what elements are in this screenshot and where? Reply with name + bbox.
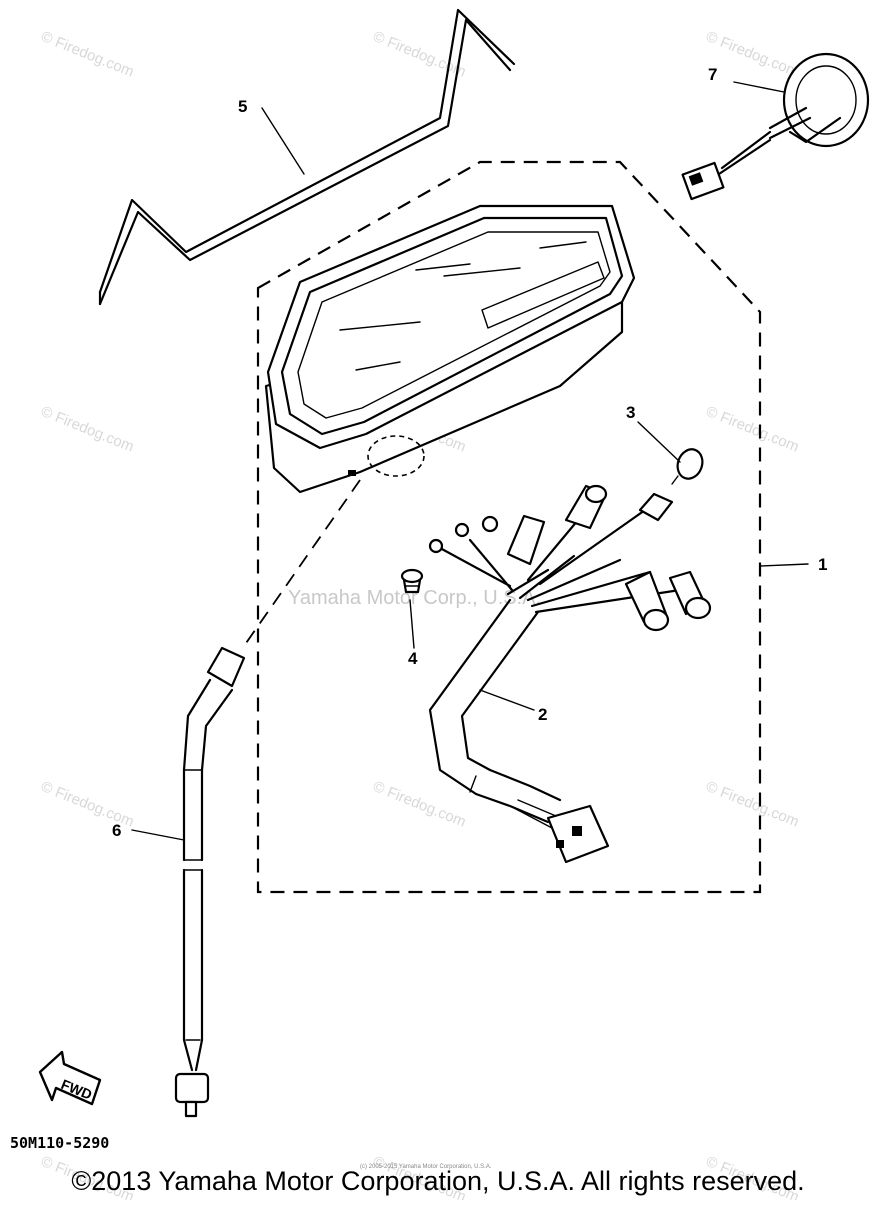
watermark-text: © Firedog.com [704, 403, 802, 456]
watermark-text: © Firedog.com [704, 778, 802, 831]
callout-6: 6 [112, 821, 121, 840]
callout-1: 1 [818, 555, 827, 574]
callout-4: 4 [408, 649, 418, 668]
bulb [671, 448, 704, 485]
diagram-code: 50M110-5290 [10, 1134, 109, 1152]
callout-2: 2 [538, 705, 547, 724]
leader-lines [131, 81, 809, 841]
watermark-text: © Firedog.com [39, 28, 137, 81]
callout-7: 7 [708, 65, 717, 84]
horn-component [681, 52, 870, 201]
screw [400, 568, 424, 594]
copyright-notice: ©2013 Yamaha Motor Corporation, U.S.A. A… [71, 1166, 804, 1196]
fwd-arrow: FWD [38, 1050, 102, 1106]
wire-harness [428, 484, 712, 864]
dealer-watermark: Yamaha Motor Corp., U.S.A. [288, 587, 541, 609]
speedometer-cable [174, 646, 246, 1118]
meter-assembly [264, 204, 636, 494]
callout-3: 3 [626, 403, 635, 422]
assembly-outline [256, 160, 762, 894]
tiny-footer-watermark: (c) 2005-2015 Yamaha Motor Corporation, … [360, 1164, 492, 1170]
watermark-text: © Firedog.com [704, 28, 802, 81]
watermark-text: © Firedog.com [371, 778, 469, 831]
bracket-wire [98, 8, 516, 306]
callout-5: 5 [238, 97, 247, 116]
watermark-text: © Firedog.com [39, 778, 137, 831]
watermark-text: © Firedog.com [39, 403, 137, 456]
